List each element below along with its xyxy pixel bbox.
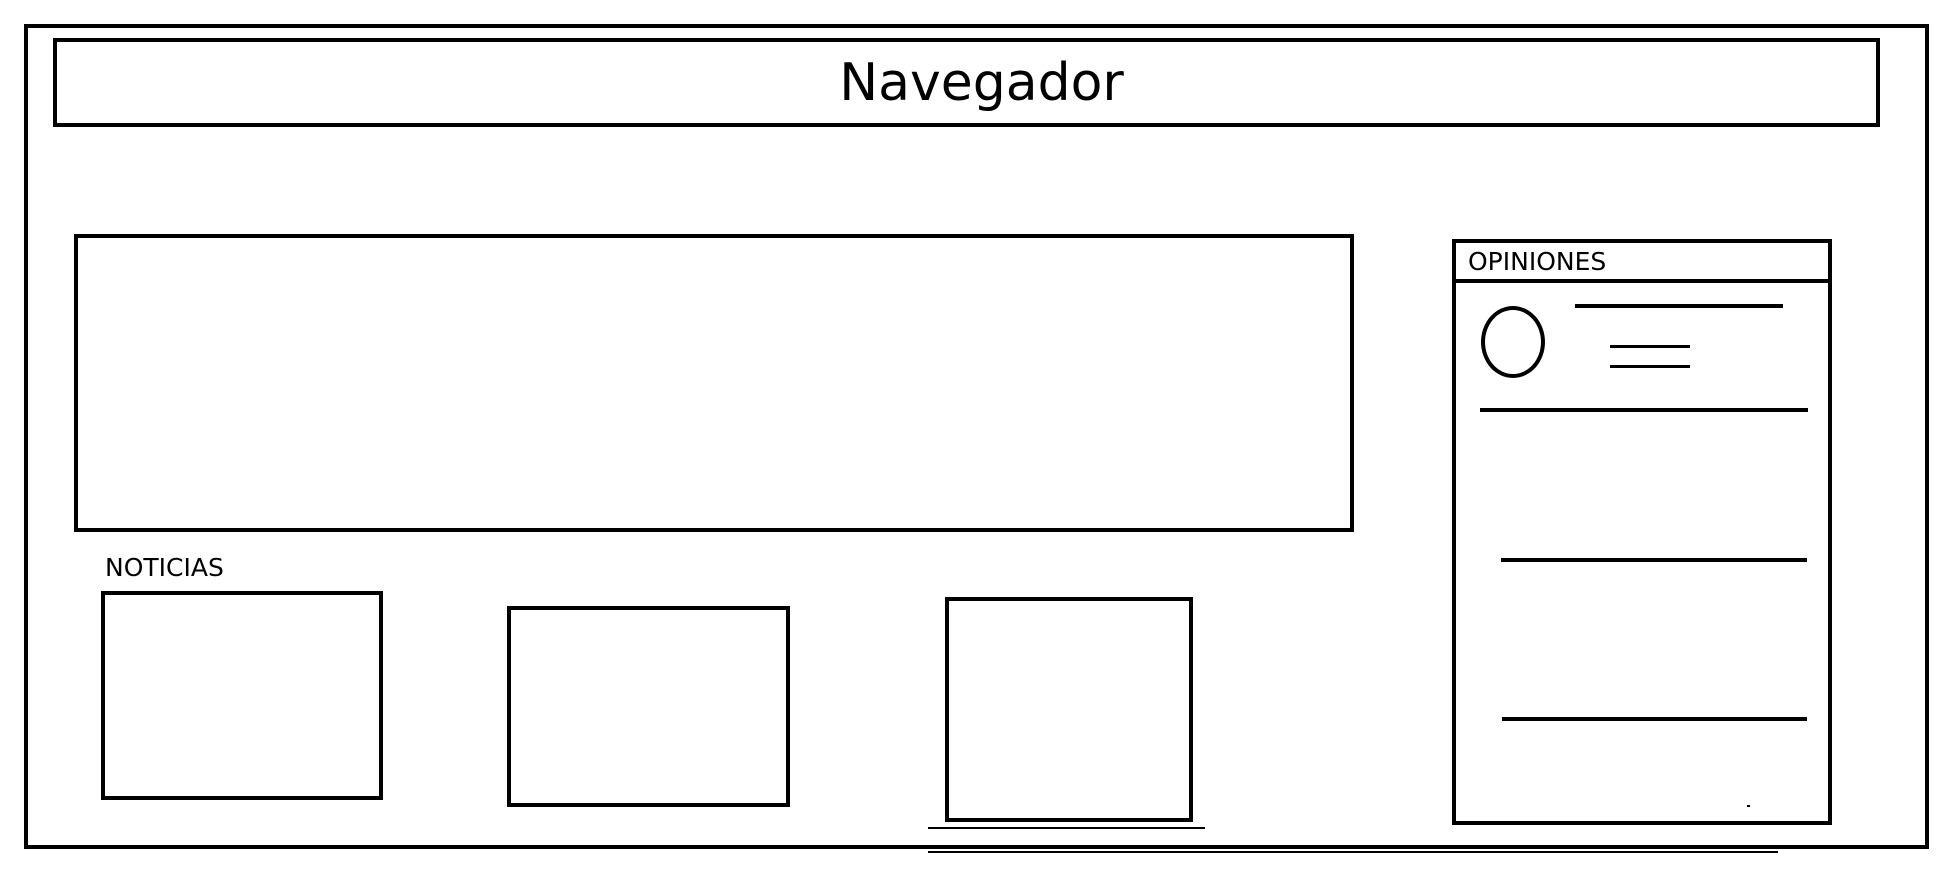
news-card-underline: [928, 827, 1205, 829]
opinions-header: OPINIONES: [1456, 243, 1828, 283]
opinion-separator: [1502, 717, 1807, 721]
navbar-title: Navegador: [839, 52, 1124, 113]
opinion-text-line: [1610, 345, 1690, 348]
opinion-text-line: [1610, 365, 1690, 368]
news-section-label: NOTICIAS: [105, 553, 224, 582]
news-card[interactable]: [101, 591, 383, 800]
news-card[interactable]: [945, 597, 1193, 822]
frame-bottom-line: [928, 851, 1778, 853]
navbar[interactable]: Navegador: [53, 38, 1880, 127]
opinion-separator: [1501, 558, 1807, 562]
avatar-icon: [1481, 306, 1545, 378]
opinion-author-line: [1575, 304, 1783, 308]
opinion-separator: [1480, 408, 1808, 412]
news-card[interactable]: [507, 606, 790, 807]
opinions-panel: OPINIONES: [1452, 239, 1832, 825]
page-frame: [24, 24, 1929, 849]
opinions-label: OPINIONES: [1468, 246, 1607, 276]
banner-placeholder: [74, 234, 1354, 532]
stray-mark: [1747, 805, 1750, 807]
